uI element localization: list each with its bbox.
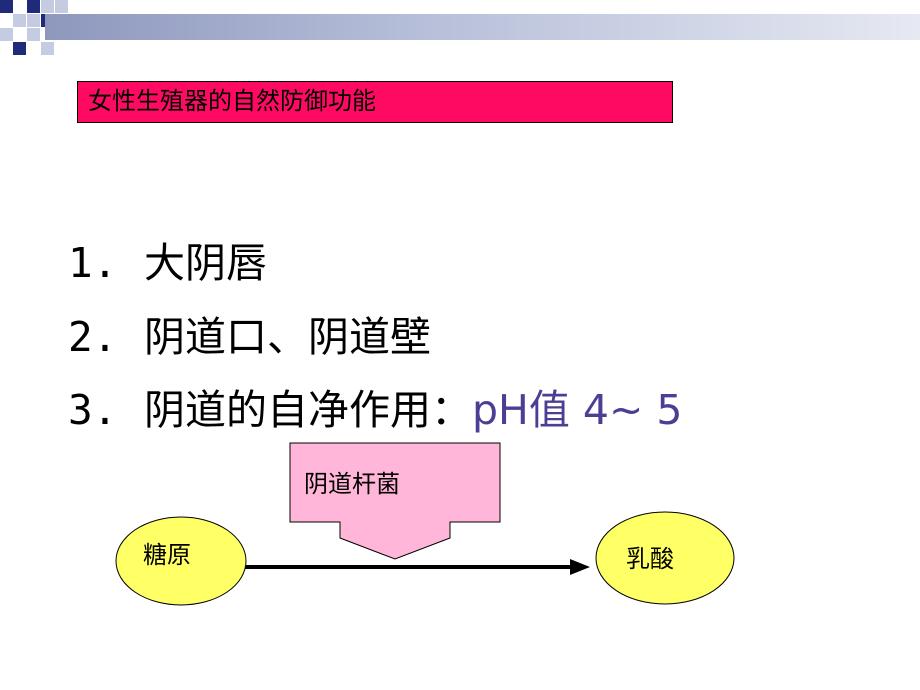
deco-square <box>0 28 13 41</box>
agent-label: 阴道杆菌 <box>304 470 400 498</box>
list-number: 1. <box>68 239 118 287</box>
deco-square <box>41 0 54 13</box>
deco-square <box>27 14 40 27</box>
lactic-acid-ellipse <box>595 511 735 605</box>
list-text: 阴道的自净作用： <box>144 386 472 434</box>
glycogen-ellipse <box>115 516 247 606</box>
ph-value: pH值 4~ 5 <box>472 386 683 434</box>
list-number: 3. <box>68 386 118 434</box>
source-label: 糖原 <box>143 541 191 569</box>
list-number: 2. <box>68 313 118 361</box>
agent-arrow-shape <box>289 442 501 560</box>
reaction-arrow-head <box>570 559 590 575</box>
deco-square <box>27 0 40 13</box>
list-text: 阴道口、阴道壁 <box>144 313 431 361</box>
list-item: 3. 阴道的自净作用：pH值 4~ 5 <box>68 385 682 435</box>
deco-square <box>13 14 26 27</box>
deco-square <box>41 42 54 55</box>
header-gradient-bar <box>45 14 920 40</box>
list-item: 2. 阴道口、阴道壁 <box>68 312 431 362</box>
slide-title: 女性生殖器的自然防御功能 <box>77 81 673 123</box>
list-text: 大阴唇 <box>144 239 267 287</box>
product-label: 乳酸 <box>626 545 674 573</box>
deco-square <box>13 42 26 55</box>
deco-square <box>0 0 13 13</box>
list-item: 1. 大阴唇 <box>68 238 267 288</box>
deco-square <box>27 28 40 41</box>
deco-square <box>55 0 68 13</box>
